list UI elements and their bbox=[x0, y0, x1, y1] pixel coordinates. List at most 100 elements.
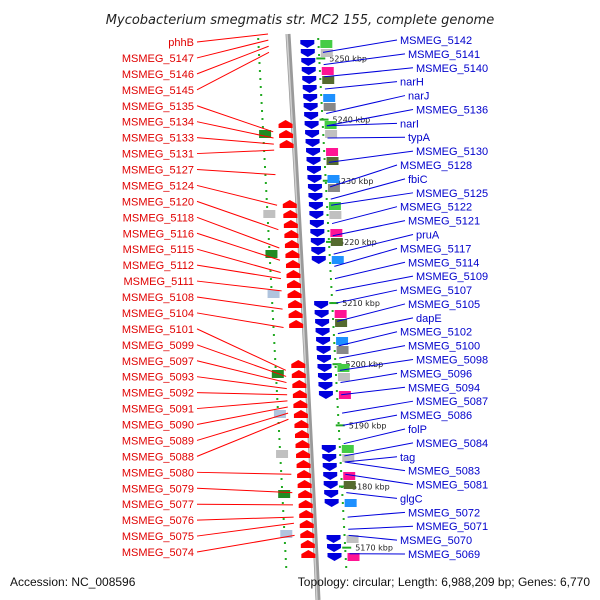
leader-line-left bbox=[196, 105, 274, 133]
tick-dot bbox=[325, 190, 328, 192]
tick-dot bbox=[277, 430, 280, 432]
tick-dot bbox=[336, 406, 339, 408]
gene-label-right: MSMEG_5121 bbox=[408, 216, 480, 228]
forward-gene-arrow bbox=[310, 229, 325, 237]
tick-dot bbox=[326, 214, 329, 216]
gene-label-right: narI bbox=[400, 118, 419, 130]
leader-line-right bbox=[326, 95, 406, 114]
gene-label-right: glgC bbox=[400, 493, 423, 505]
tick-dot bbox=[337, 422, 340, 424]
tick-dot bbox=[280, 478, 283, 480]
tick-dot bbox=[342, 518, 345, 520]
leader-line-left bbox=[196, 200, 279, 231]
gene-label-left: MSMEG_5147 bbox=[122, 53, 194, 65]
gene-annotation-block bbox=[267, 290, 280, 298]
leader-line-left bbox=[196, 522, 294, 537]
tick-dot bbox=[275, 390, 278, 392]
gene-label-left: MSMEG_5076 bbox=[122, 515, 194, 527]
gene-annotation-block bbox=[280, 530, 293, 538]
leader-line-left bbox=[196, 406, 288, 425]
forward-gene-arrow bbox=[327, 544, 342, 552]
reverse-gene-arrow bbox=[288, 300, 303, 308]
tick-dot bbox=[338, 446, 341, 448]
gene-label-left: MSMEG_5127 bbox=[122, 165, 194, 177]
scale-label: 5200 kbp bbox=[346, 360, 384, 369]
gene-label-left: MSMEG_5135 bbox=[122, 101, 194, 113]
reverse-gene-arrow bbox=[279, 130, 294, 138]
forward-gene-arrow bbox=[306, 166, 321, 174]
gene-label-left: MSMEG_5133 bbox=[122, 133, 194, 145]
tick-dot bbox=[273, 342, 276, 344]
leader-line-right bbox=[324, 81, 398, 90]
tick-dot bbox=[272, 326, 275, 328]
gene-annotation-block bbox=[343, 481, 356, 489]
map-title: Mycobacterium smegmatis str. MC2 155, co… bbox=[106, 13, 494, 28]
leader-line-right bbox=[334, 247, 398, 267]
tick-dot bbox=[270, 286, 273, 288]
tick-dot bbox=[324, 182, 327, 184]
reverse-gene-arrow bbox=[293, 410, 308, 418]
tick-dot bbox=[337, 414, 340, 416]
gene-annotation-block bbox=[344, 499, 357, 507]
forward-gene-arrow bbox=[306, 148, 321, 156]
leader-line-right bbox=[346, 492, 398, 499]
tick-dot bbox=[330, 286, 333, 288]
forward-gene-arrow bbox=[315, 328, 330, 336]
gene-label-right: MSMEG_5084 bbox=[416, 438, 488, 450]
tick-dot bbox=[323, 166, 326, 168]
tick-dot bbox=[282, 510, 285, 512]
gene-annotation-block bbox=[320, 49, 333, 57]
leader-line-right bbox=[338, 331, 398, 347]
tick-dot bbox=[337, 430, 340, 432]
leader-line-left bbox=[196, 248, 281, 273]
reverse-gene-arrow bbox=[284, 230, 299, 238]
reverse-gene-arrow bbox=[300, 530, 315, 538]
tick-dot bbox=[282, 518, 285, 520]
tick-dot bbox=[334, 358, 337, 360]
tick-dot bbox=[317, 46, 320, 48]
reverse-gene-arrow bbox=[285, 250, 300, 258]
forward-gene-arrow bbox=[309, 211, 324, 219]
leader-line-right bbox=[332, 220, 406, 237]
gene-label-right: MSMEG_5109 bbox=[416, 271, 488, 283]
gene-label-left: MSMEG_5116 bbox=[123, 228, 194, 240]
gene-label-left: MSMEG_5104 bbox=[122, 308, 194, 320]
leader-line-right bbox=[334, 261, 406, 280]
forward-gene-arrow bbox=[321, 445, 336, 453]
forward-gene-arrow bbox=[315, 319, 330, 327]
leader-line-right bbox=[348, 534, 398, 541]
leader-line-right bbox=[322, 39, 398, 53]
forward-gene-arrow bbox=[318, 391, 333, 399]
tick-dot bbox=[284, 558, 287, 560]
gene-label-left: MSMEG_5079 bbox=[122, 483, 194, 495]
forward-gene-arrow bbox=[316, 337, 331, 345]
gene-annotation-block bbox=[321, 67, 334, 75]
tick-dot bbox=[261, 118, 264, 120]
forward-gene-arrow bbox=[307, 184, 322, 192]
tick-dot bbox=[274, 366, 277, 368]
forward-gene-arrow bbox=[303, 94, 318, 102]
reverse-gene-arrow bbox=[298, 490, 313, 498]
leader-line-left bbox=[196, 39, 269, 59]
gene-label-left: MSMEG_5091 bbox=[122, 404, 194, 416]
leader-line-left bbox=[196, 264, 282, 280]
tick-dot bbox=[273, 350, 276, 352]
tick-dot bbox=[260, 102, 263, 104]
leader-line-right bbox=[343, 428, 406, 445]
tick-dot bbox=[343, 542, 346, 544]
gene-annotation-block bbox=[346, 535, 359, 543]
reverse-gene-arrow bbox=[292, 390, 307, 398]
leader-line-right bbox=[328, 150, 414, 163]
leader-line-right bbox=[331, 206, 398, 225]
tick-dot bbox=[320, 94, 323, 96]
tick-dot bbox=[321, 110, 324, 112]
gene-annotation-block bbox=[325, 130, 338, 138]
gene-label-right: tag bbox=[400, 452, 415, 464]
forward-gene-arrow bbox=[316, 346, 331, 354]
forward-gene-arrow bbox=[308, 193, 323, 201]
tick-dot bbox=[274, 358, 277, 360]
leader-line-right bbox=[344, 442, 414, 457]
gene-label-right: MSMEG_5114 bbox=[408, 257, 479, 269]
tick-dot bbox=[267, 230, 270, 232]
